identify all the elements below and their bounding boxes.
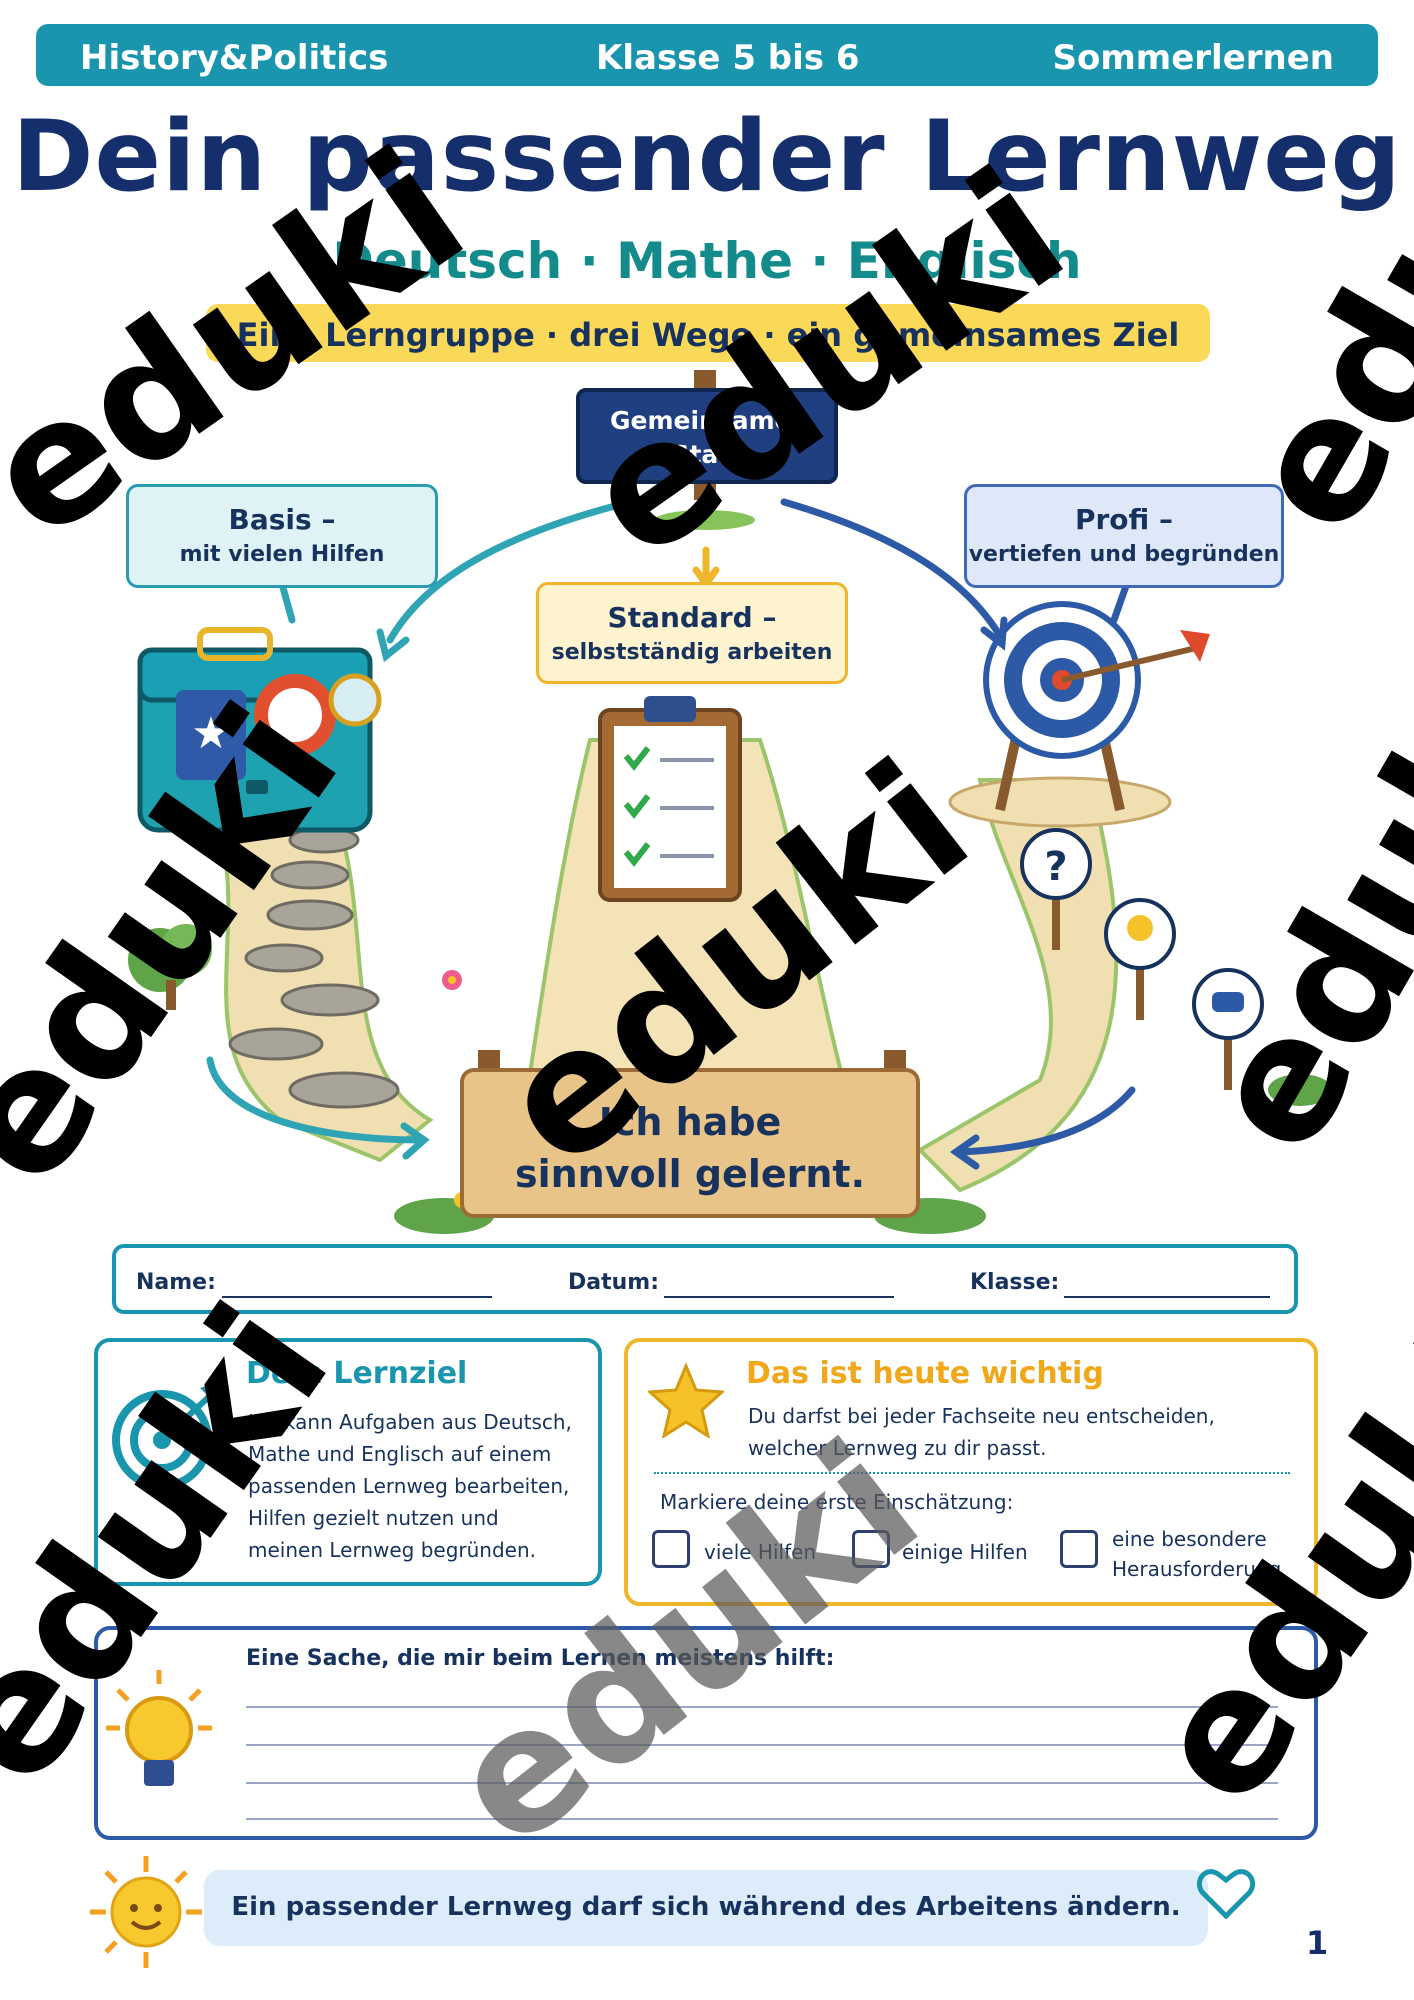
option-challenge-line2: Herausforderung	[1112, 1557, 1282, 1581]
writing-line[interactable]	[246, 1782, 1278, 1784]
option-many-helps: viele Hilfen	[704, 1540, 817, 1564]
start-sign: Gemeinsamer Start	[576, 388, 838, 484]
header-bar: History&Politics Klasse 5 bis 6 Sommerle…	[36, 24, 1378, 86]
start-sign-line2: Start	[671, 440, 743, 469]
learning-goal-text: Ich kann Aufgaben aus Deutsch, Mathe und…	[248, 1406, 572, 1566]
important-today-card	[624, 1338, 1318, 1606]
option-challenge-line1: eine besondere	[1112, 1527, 1267, 1551]
stepping-stones	[228, 826, 400, 1109]
goal-sign-line1: Ich habe	[598, 1100, 782, 1144]
option-some-helps: einige Hilfen	[902, 1540, 1028, 1564]
class-field[interactable]	[1064, 1296, 1270, 1298]
footer-text: Ein passender Lernweg darf sich während …	[231, 1892, 1181, 1922]
profi-subtitle: vertiefen und begründen	[968, 542, 1280, 567]
standard-path-box: Standard – selbstständig arbeiten	[536, 582, 848, 684]
writing-line[interactable]	[246, 1818, 1278, 1820]
writing-line[interactable]	[246, 1744, 1278, 1746]
profi-title: Profi –	[1074, 503, 1174, 536]
checkbox-some-helps[interactable]	[852, 1530, 890, 1568]
arrow-head-profi	[980, 616, 1008, 651]
student-info-form: Name: Datum: Klasse:	[112, 1244, 1298, 1314]
goal-sign: Ich habe sinnvoll gelernt.	[460, 1068, 920, 1218]
sun-icon	[90, 1856, 202, 1968]
clipboard-icon	[598, 696, 742, 902]
arrow-to-profi	[780, 498, 1004, 640]
header-grade: Klasse 5 bis 6	[596, 38, 860, 78]
learning-goal-line: Hilfen gezielt nutzen und	[248, 1506, 499, 1530]
option-challenge: eine besondere Herausforderung	[1112, 1524, 1281, 1584]
tagline-banner: Eine Lerngruppe · drei Wege · ein gemein…	[206, 304, 1210, 362]
name-field[interactable]	[222, 1296, 492, 1298]
divider	[654, 1472, 1290, 1474]
lightbulb-sign-icon	[1104, 898, 1176, 1020]
important-line: welcher Lernweg zu dir passt.	[748, 1436, 1047, 1460]
arrow-basis-down	[278, 580, 296, 624]
basis-title: Basis –	[228, 503, 336, 536]
learning-goal-card	[94, 1338, 602, 1586]
class-label: Klasse:	[970, 1270, 1060, 1295]
writing-line[interactable]	[246, 1706, 1278, 1708]
important-today-title: Das ist heute wichtig	[746, 1356, 1104, 1391]
what-helps-title: Eine Sache, die mir beim Lernen meistens…	[246, 1646, 835, 1671]
question-sign-icon: ?	[1020, 828, 1092, 950]
standard-title: Standard –	[607, 601, 777, 634]
target-icon	[948, 601, 1210, 828]
page-subtitle: Deutsch · Mathe · Englisch	[332, 232, 1082, 290]
tree-icon	[128, 924, 212, 1010]
star-icon	[648, 1362, 724, 1438]
page-title: Dein passender Lernweg	[12, 100, 1402, 214]
speech-sign-icon	[1192, 968, 1264, 1090]
important-line: Du darfst bei jeder Fachseite neu entsch…	[748, 1404, 1215, 1428]
checkbox-challenge[interactable]	[1060, 1530, 1098, 1568]
arrow-profi-down	[1110, 582, 1130, 624]
date-label: Datum:	[568, 1270, 660, 1295]
basis-path-box: Basis – mit vielen Hilfen	[126, 484, 438, 588]
svg-text:?: ?	[1044, 844, 1067, 890]
lightbulb-icon	[106, 1670, 212, 1786]
grass-tuft	[655, 510, 755, 530]
page-number: 1	[1306, 1924, 1329, 1962]
arrow-head-basis	[376, 628, 410, 663]
target-arrow-icon	[112, 1382, 218, 1490]
arrow-to-basis	[386, 498, 634, 644]
header-subject: History&Politics	[80, 38, 389, 78]
basis-subtitle: mit vielen Hilfen	[179, 542, 385, 567]
heart-outline-icon	[1196, 1869, 1256, 1920]
svg-text:★: ★	[191, 708, 230, 759]
profi-path-box: Profi – vertiefen und begründen	[964, 484, 1284, 588]
basis-path	[207, 798, 434, 1163]
self-assessment-prompt: Markiere deine erste Einschätzung:	[660, 1490, 1014, 1514]
date-field[interactable]	[664, 1296, 894, 1298]
learning-goal-line: meinen Lernweg begründen.	[248, 1538, 537, 1562]
learning-goal-line: Ich kann Aufgaben aus Deutsch,	[248, 1410, 572, 1434]
tagline-text: Eine Lerngruppe · drei Wege · ein gemein…	[236, 316, 1180, 354]
standard-subtitle: selbstständig arbeiten	[551, 640, 833, 665]
start-sign-line1: Gemeinsamer	[610, 406, 804, 435]
footer-banner: Ein passender Lernweg darf sich während …	[204, 1870, 1208, 1946]
header-series: Sommerlernen	[1052, 38, 1334, 78]
goal-sign-line2: sinnvoll gelernt.	[514, 1152, 866, 1196]
name-label: Name:	[136, 1270, 216, 1295]
arrow-head-profi-end	[949, 1134, 980, 1170]
toolbox-icon: ★	[137, 627, 382, 833]
arrow-basis-to-end	[206, 1056, 424, 1144]
learning-goal-line: Mathe und Englisch auf einem	[248, 1442, 552, 1466]
arrow-head-basis-end	[400, 1122, 430, 1160]
important-today-text: Du darfst bei jeder Fachseite neu entsch…	[748, 1400, 1215, 1464]
arrow-profi-to-end	[956, 1086, 1136, 1156]
what-helps-card	[94, 1626, 1318, 1840]
learning-goal-title: Dein Lernziel	[246, 1356, 468, 1391]
checkbox-many-helps[interactable]	[652, 1530, 690, 1568]
learning-goal-line: passenden Lernweg bearbeiten,	[248, 1474, 570, 1498]
